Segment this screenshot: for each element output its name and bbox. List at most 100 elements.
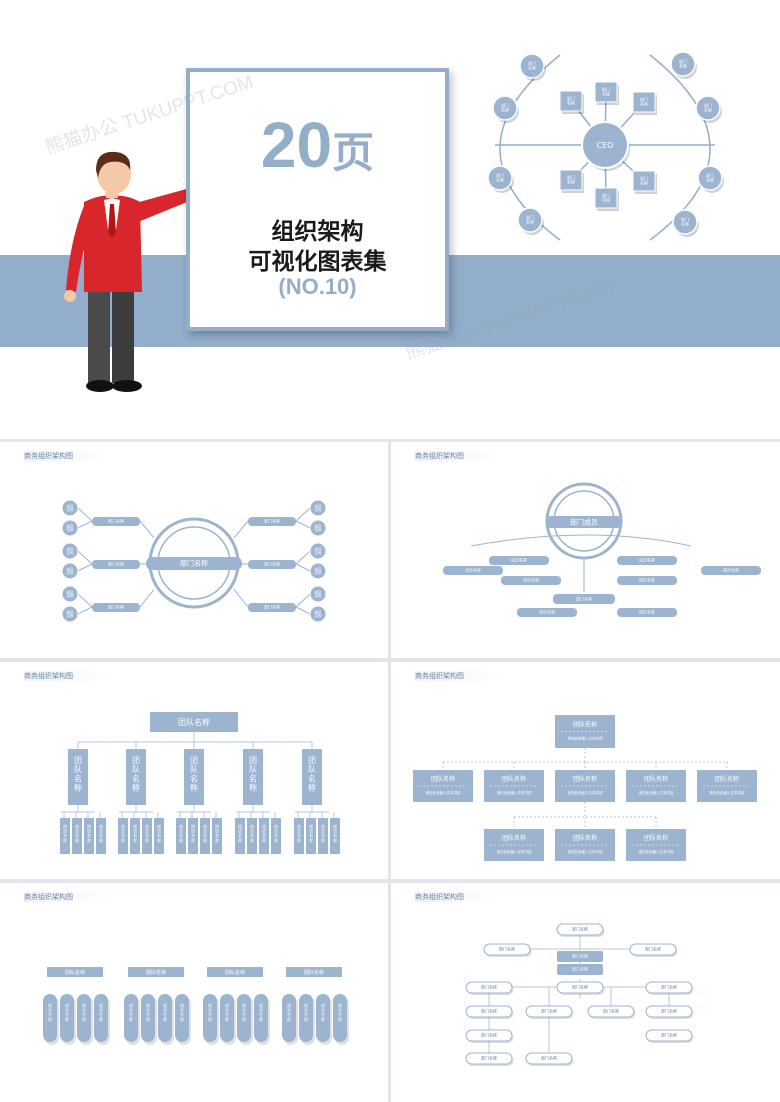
leaf-node <box>61 605 79 623</box>
label-line: 部门名称 <box>108 603 124 609</box>
connector-line <box>77 606 93 615</box>
dept-box <box>594 187 618 209</box>
label-char: 名 <box>287 1011 291 1017</box>
root-label: 团队名称 <box>178 717 210 727</box>
label-line: 部门 <box>704 102 712 108</box>
member-box <box>118 818 128 854</box>
dept-label: 部门名称 <box>496 172 504 182</box>
item-label: 成员名称 <box>511 556 527 562</box>
label-char: 名 <box>99 1011 103 1017</box>
label-line: 部门名称 <box>264 603 280 609</box>
label-line: 成员 <box>315 503 323 508</box>
label-line: 成员 <box>315 566 323 571</box>
slide-mindmap[interactable]: 商务组织架构图 部门名称成员名称成员名称部门名称成员名称成员名称部门名称成员名称… <box>0 442 388 658</box>
item-label: 成员名称 <box>639 576 655 582</box>
label-line: 名称 <box>706 177 714 183</box>
label-char: 员 <box>297 828 301 834</box>
connector-line <box>295 550 311 565</box>
label-line: 部门名称 <box>661 983 677 989</box>
member-box <box>60 818 70 854</box>
member-pill <box>299 994 313 1042</box>
label-char: 员 <box>321 828 325 834</box>
label-line: 部门 <box>496 172 504 178</box>
label-char: 名 <box>145 832 149 838</box>
item-pill <box>701 566 761 575</box>
cover-slide[interactable]: 20页 组织架构 可视化图表集 (NO.10) 部门名称部门名称部门名称部门名称… <box>0 0 780 439</box>
vertical-label: 成员名称 <box>133 823 137 843</box>
label-line: 团队名称 <box>431 775 455 783</box>
team-box <box>184 749 204 805</box>
label-char: 名 <box>215 832 219 838</box>
label-char: 员 <box>63 828 67 834</box>
label-line: 请在此处输入文本内容 <box>497 790 532 795</box>
label-line: 部门 <box>640 96 648 102</box>
label-line: 名称 <box>67 527 74 532</box>
label-char: 称 <box>308 783 316 793</box>
branch-label: 部门名称 <box>264 517 280 523</box>
label-char: 成 <box>297 823 301 829</box>
label-char: 称 <box>99 837 103 843</box>
label-char: 成 <box>65 1002 69 1008</box>
leaf-label: 成员名称 <box>67 609 74 618</box>
label-char: 称 <box>250 837 254 843</box>
vertical-label: 成员名称 <box>309 823 313 843</box>
dept-label: 部门名称 <box>679 58 687 68</box>
dept-label: 部门名称 <box>501 102 509 112</box>
member-pill <box>158 994 172 1042</box>
label-line: 部门 <box>526 214 534 220</box>
dept-node <box>672 209 698 235</box>
member-pill <box>220 994 234 1042</box>
vertical-label: 成员名称 <box>180 1002 184 1022</box>
connector-line <box>295 563 311 572</box>
member-pill <box>316 994 330 1042</box>
connector-line <box>233 589 249 608</box>
dept-tree-chart: 部门名称部门名称部门名称部门名称部门名称部门名称部门名称部门名称部门名称部门名称… <box>465 923 694 1066</box>
label-char: 名 <box>321 1011 325 1017</box>
label-line: 名称 <box>67 507 74 512</box>
label-char: 称 <box>242 1016 246 1022</box>
label-line: 成员名称 <box>639 556 655 562</box>
slide-team-grid[interactable]: 商务组织架构图 团队名称请在此处输入文本内容团队名称请在此处输入文本内容团队名称… <box>391 662 780 879</box>
vertical-label: 成员名称 <box>129 1002 133 1022</box>
label-line: 部门名称 <box>499 945 515 951</box>
label-char: 成 <box>242 1002 246 1008</box>
vertical-label: 成员名称 <box>163 1002 167 1022</box>
slide-circle-org[interactable]: 商务组织架构图 部门成员成员名称成员名称成员名称成员名称成员名称成员名称成员名称… <box>391 442 780 658</box>
center-pill <box>146 557 242 570</box>
label-char: 称 <box>179 837 183 843</box>
label-line: 部门名称 <box>603 1007 619 1013</box>
label-char: 队 <box>190 764 198 774</box>
label-char: 名 <box>238 832 242 838</box>
label-line: 成员 <box>67 566 74 571</box>
vertical-label: 成员名称 <box>157 823 161 843</box>
label-line: 成员 <box>67 546 74 551</box>
label-char: 称 <box>333 837 337 843</box>
slide-dept-tree[interactable]: 商务组织架构图 部门名称部门名称部门名称部门名称部门名称部门名称部门名称部门名称… <box>391 883 780 1102</box>
label-line: 部门名称 <box>264 517 280 523</box>
dept-label: 部门名称 <box>603 1007 619 1013</box>
label-char: 名 <box>308 773 316 783</box>
label-char: 称 <box>208 1016 212 1022</box>
card-title: 团队名称 <box>502 775 526 783</box>
vertical-label: 成员名称 <box>63 823 67 843</box>
label-char: 名 <box>297 832 301 838</box>
label-char: 称 <box>297 837 301 843</box>
main-title-line1: 组织架构 <box>271 219 364 245</box>
member-pill <box>282 994 296 1042</box>
label-line: 名称 <box>67 550 74 555</box>
slide-team-tree[interactable]: 商务组织架构图 团队名称团队名称成员名称成员名称成员名称成员名称团队名称成员名称… <box>0 662 388 879</box>
label-char: 名 <box>304 1011 308 1017</box>
label-line: 名称 <box>67 593 74 598</box>
vertical-label: 成员名称 <box>145 823 149 843</box>
slide-title: 商务组织架构图 <box>415 671 504 681</box>
mindmap-chart: 部门名称成员名称成员名称部门名称成员名称成员名称部门名称成员名称成员名称部门名称… <box>61 499 327 623</box>
slide-team-columns[interactable]: 商务组织架构图 团队名称成员名称成员名称成员名称成员名称团队名称成员名称成员名称… <box>0 883 388 1102</box>
branch-pill <box>92 560 140 569</box>
head-label: 团队名称 <box>225 969 245 976</box>
leaf-node <box>309 585 327 603</box>
dept-node <box>629 943 677 956</box>
leaf-node <box>61 542 79 560</box>
vertical-label: 成员名称 <box>304 1002 308 1022</box>
label-char: 员 <box>180 1007 184 1013</box>
label-line: 部门名称 <box>572 952 588 958</box>
